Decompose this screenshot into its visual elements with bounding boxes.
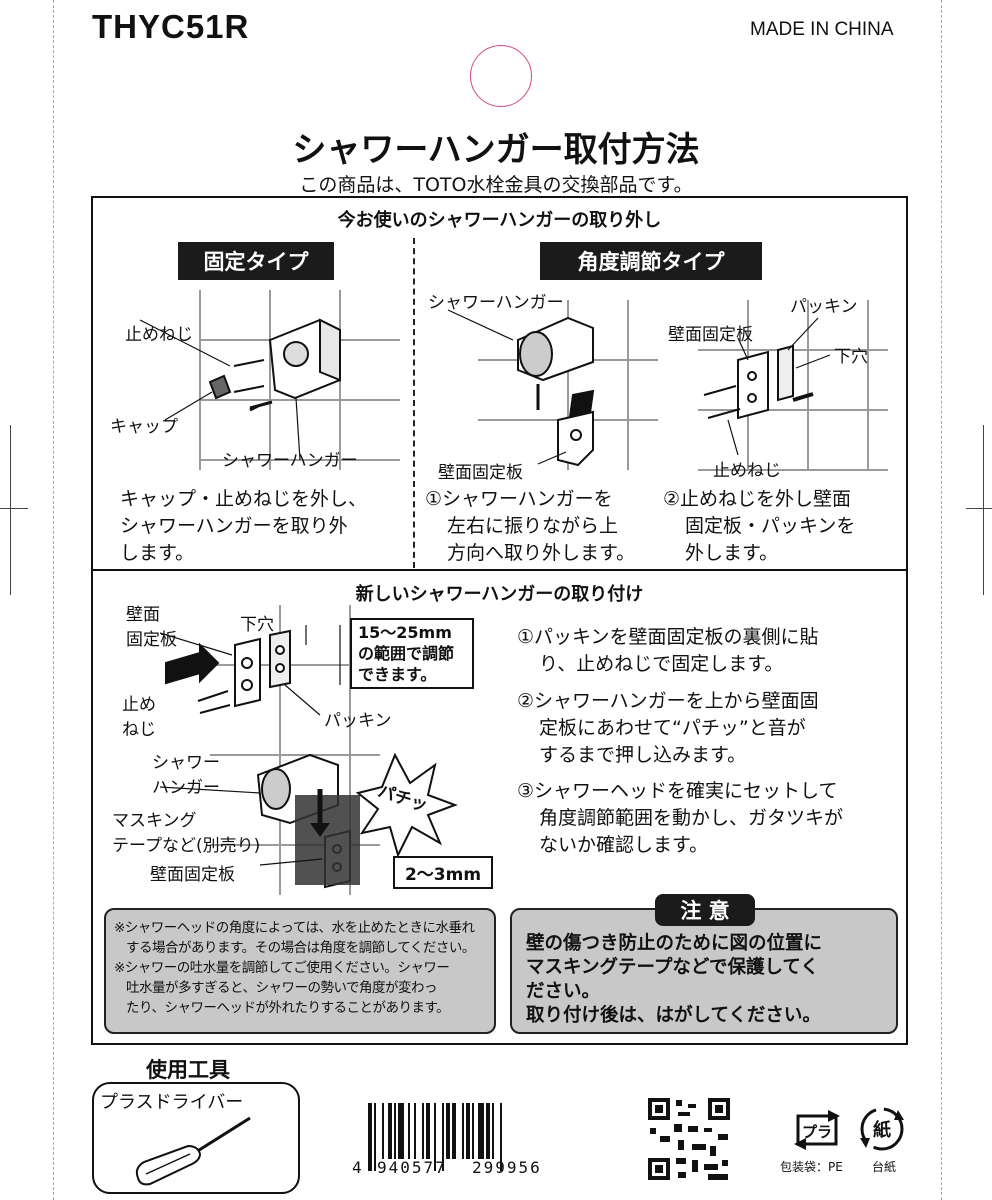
crop-mark: [983, 425, 984, 595]
barcode-bar: [434, 1103, 436, 1171]
page-title: シャワーハンガー取付方法: [292, 130, 700, 170]
usage-notes: ※シャワーヘッドの角度によっては、水を止めたときに水垂れ する場合があります。そ…: [104, 908, 496, 1034]
caution-badge: 注 意: [655, 894, 755, 926]
barcode-bar: [426, 1103, 430, 1159]
barcode-bar: [398, 1103, 404, 1159]
install-step-2: ②シャワーハンガーを上から壁面固 定板にあわせて“パチッ”と音が するまで押し込…: [517, 690, 819, 766]
section-rule: [93, 569, 906, 571]
fixed-hanger-label: シャワーハンガー: [222, 451, 358, 471]
paper-material-label: 台紙: [872, 1160, 897, 1174]
crop-mark: [966, 508, 992, 509]
country-of-origin: MADE IN CHINA: [750, 19, 894, 40]
barcode-bar: [394, 1103, 396, 1159]
barcode-bar: [500, 1103, 502, 1171]
barcode-bar: [446, 1103, 450, 1159]
barcode-bar: [452, 1103, 456, 1159]
angle-screw-label: 止めねじ: [713, 461, 781, 481]
plastic-recycle-icon: プラ: [794, 1110, 840, 1150]
section-divider: [413, 238, 415, 568]
angle-plate-label-1: 壁面固定板: [438, 463, 523, 483]
removal-heading: 今お使いのシャワーハンガーの取り外し: [337, 210, 662, 231]
angle-hole-label: 下穴: [834, 347, 868, 367]
barcode-bar: [374, 1103, 376, 1171]
fixed-type-badge: 固定タイプ: [178, 242, 334, 280]
install-heading: 新しいシャワーハンガーの取り付け: [355, 584, 644, 605]
caution-box: 壁の傷つき防止のために図の位置に マスキングテープなどで保護してく ださい。 取…: [510, 908, 898, 1034]
angle-type-badge: 角度調節タイプ: [540, 242, 762, 280]
barcode-bar: [472, 1103, 474, 1159]
screwdriver-icon: [135, 1116, 251, 1186]
angle-plate-label-2: 壁面固定板: [668, 325, 753, 345]
barcode-bar: [414, 1103, 416, 1159]
model-number: THYC51R: [92, 8, 250, 45]
angle-packing-label: パッキン: [790, 297, 858, 317]
hang-hole-circle: [470, 45, 532, 107]
install-hole-label: 下穴: [240, 615, 274, 635]
install-tape-label: マスキング テープなど(別売り): [112, 811, 261, 856]
paper-mark-text: 紙: [873, 1119, 891, 1141]
install-illustration: [159, 605, 458, 895]
fixed-cap-label: キャップ: [110, 417, 178, 437]
cut-line-right: [941, 0, 942, 1200]
barcode-bar: [368, 1103, 372, 1171]
angle-step-2: ②止めねじを外し壁面 固定板・パッキンを 外します。: [663, 488, 856, 564]
install-plate-label: 壁面 固定板: [126, 605, 177, 650]
barcode-bar: [382, 1103, 384, 1159]
page-subtitle: この商品は、TOTO水栓金具の交換部品です。: [299, 174, 693, 196]
tools-heading: 使用工具: [146, 1058, 230, 1082]
barcode-bar: [442, 1103, 444, 1171]
install-screw-label: 止め ねじ: [122, 695, 156, 740]
barcode-bar: [422, 1103, 424, 1159]
range-callout: 15〜25mm の範囲で調節 できます。: [350, 618, 474, 689]
angle-hanger-label: シャワーハンガー: [428, 293, 564, 313]
qr-code: [648, 1098, 730, 1180]
angle-type-illustration: [447, 300, 888, 471]
barcode-bar: [466, 1103, 470, 1159]
install-plate2-label: 壁面固定板: [150, 865, 235, 885]
crop-mark: [10, 425, 11, 595]
barcode-digits-right: 299956: [472, 1158, 542, 1177]
barcode-lead-digit: 4: [352, 1158, 362, 1177]
pla-mark-text: プラ: [802, 1123, 832, 1141]
fixed-screw-label: 止めねじ: [125, 325, 193, 345]
install-packing-label: パッキン: [324, 711, 392, 731]
fixed-type-instructions: キャップ・止めねじを外し、 シャワーハンガーを取り外 します。: [120, 488, 368, 564]
instructions-panel: [91, 196, 908, 1045]
tool-name: プラスドライバー: [100, 1092, 244, 1113]
barcode: [368, 1103, 502, 1171]
barcode-bar: [478, 1103, 484, 1159]
install-hanger-label: シャワー ハンガー: [152, 753, 220, 798]
cut-line-left: [53, 0, 54, 1200]
barcode-bar: [462, 1103, 464, 1159]
fixed-type-illustration: [139, 290, 400, 470]
gap-callout: 2〜3mm: [393, 856, 493, 889]
barcode-bar: [492, 1103, 494, 1159]
bag-material-label: 包装袋：PE: [780, 1160, 843, 1174]
install-step-1: ①パッキンを壁面固定板の裏側に貼 り、止めねじで固定します。: [517, 626, 819, 675]
barcode-digits-left: 940577: [377, 1158, 447, 1177]
barcode-bar: [486, 1103, 490, 1159]
paper-recycle-icon: 紙: [860, 1107, 904, 1151]
angle-step-1: ①シャワーハンガーを 左右に振りながら上 方向へ取り外します。: [425, 488, 636, 564]
barcode-bar: [408, 1103, 410, 1159]
crop-mark: [0, 508, 28, 509]
tool-box: [92, 1082, 300, 1194]
barcode-bar: [388, 1103, 392, 1159]
install-step-3: ③シャワーヘッドを確実にセットして 角度調節範囲を動かし、ガタツキが ないか確認…: [517, 780, 844, 856]
